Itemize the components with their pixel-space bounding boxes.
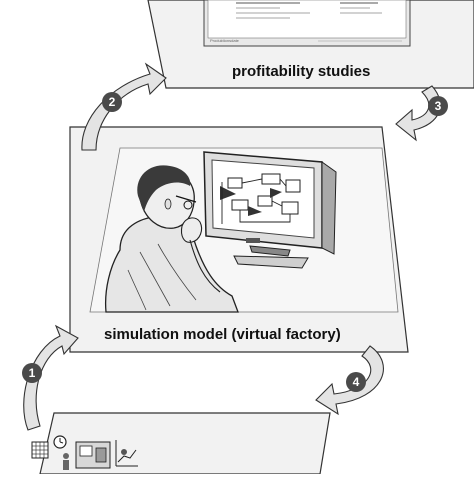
person-illustration (104, 165, 239, 313)
arrow-2 (81, 62, 167, 151)
arrow-4 (315, 345, 384, 416)
arrow-1 (23, 324, 79, 431)
profitability-studies-label: profitability studies (232, 63, 371, 80)
step-3-badge: 3 (428, 96, 448, 116)
profitability-panel (147, 0, 474, 89)
step-2-badge: 2 (102, 92, 122, 112)
monitor-illustration (203, 151, 337, 269)
factory-panel (31, 412, 331, 475)
simulation-model-label: simulation model (virtual factory) (104, 326, 341, 343)
step-4-badge: 4 (346, 372, 366, 392)
step-1-badge: 1 (22, 363, 42, 383)
screen-footer-text: Produktionsdate (210, 38, 239, 43)
